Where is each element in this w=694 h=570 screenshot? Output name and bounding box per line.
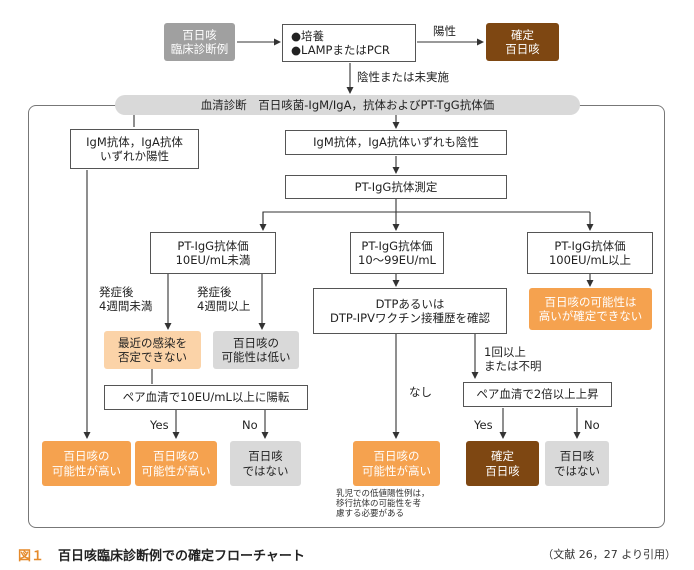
confirmed-top-box: 確定 百日咳 [486,23,559,61]
pt-mid-text: PT-IgG抗体価 10～99EU/mL [358,238,436,267]
igm-negative-text: IgM抗体，IgA抗体いずれも陰性 [313,135,479,150]
not-pertussis-2-box: 百日咳 ではない [545,441,609,486]
label-positive: 陽性 [433,24,456,38]
pt-high-box: PT-IgG抗体価 100EU/mL以上 [527,232,653,274]
figure-title: 百日咳臨床診断例での確定フローチャート [58,549,305,564]
label-negative-or-not-done: 陰性または未実施 [357,70,449,84]
high-possibility-yes-box: 百日咳の 可能性が高い [135,441,217,486]
figure-number: 図１ [18,549,45,564]
pt-low-text: PT-IgG抗体価 10EU/mL未満 [175,238,251,267]
confirmed-bottom-box: 確定 百日咳 [466,441,539,486]
high-uncertain-text: 百日咳の可能性は 高いが確定できない [538,294,643,323]
recent-infection-box: 最近の感染を 否定できない [104,331,201,369]
dtp-history-text: DTPあるいは DTP-IPVワクチン接種歴を確認 [330,296,490,325]
pathogen-tests-box: ●培養 ●LAMPまたはPCR [282,24,416,62]
pathogen-tests-text: ●培養 ●LAMPまたはPCR [291,28,390,57]
not-pertussis-1-text: 百日咳 ではない [242,449,289,478]
label-nashi: なし [409,385,432,399]
clinical-diagnosis-text: 百日咳 臨床診断例 [170,27,229,56]
pt-measure-text: PT-IgG抗体測定 [354,179,438,194]
serology-header-text: 血清診断 百日咳菌-IgM/IgA，抗体およびPT-TgG抗体価 [200,97,495,112]
high-possibility-left-box: 百日咳の 可能性が高い [42,441,131,486]
label-onset-under-4w: 発症後 4週間未満 [99,285,153,314]
confirmed-top-text: 確定 百日咳 [505,27,540,56]
label-onset-over-4w: 発症後 4週間以上 [197,285,251,314]
label-once-or-more: 1回以上 または不明 [484,345,542,374]
high-possibility-nashi-text: 百日咳の 可能性が高い [362,449,431,478]
high-possibility-nashi-box: 百日咳の 可能性が高い [353,441,440,486]
high-possibility-left-text: 百日咳の 可能性が高い [52,449,121,478]
infant-note: 乳児での低値陽性例は， 移行抗体の可能性を考 慮する必要がある [336,489,430,520]
serology-header-box: 血清診断 百日咳菌-IgM/IgA，抗体およびPT-TgG抗体価 [115,95,580,115]
high-possibility-yes-text: 百日咳の 可能性が高い [141,449,211,478]
label-yes-1: Yes [150,418,169,432]
igm-positive-box: IgM抗体，IgA抗体 いずれか陽性 [70,129,199,169]
label-no-1: No [242,418,258,432]
dtp-history-box: DTPあるいは DTP-IPVワクチン接種歴を確認 [313,288,507,334]
pt-mid-box: PT-IgG抗体価 10～99EU/mL [350,232,444,274]
igm-negative-box: IgM抗体，IgA抗体いずれも陰性 [285,130,507,155]
confirmed-bottom-text: 確定 百日咳 [485,449,520,478]
paired-10eu-box: ペア血清で10EU/mL以上に陽転 [104,385,308,410]
not-pertussis-2-text: 百日咳 ではない [554,449,600,478]
recent-infection-text: 最近の感染を 否定できない [118,335,187,364]
paired-10eu-text: ペア血清で10EU/mL以上に陽転 [122,390,290,405]
igm-positive-text: IgM抗体，IgA抗体 いずれか陽性 [86,134,183,163]
label-yes-2: Yes [474,418,493,432]
paired-2x-text: ペア血清で2倍以上上昇 [476,387,599,402]
paired-2x-box: ペア血清で2倍以上上昇 [463,382,612,407]
label-no-2: No [584,418,600,432]
high-uncertain-box: 百日咳の可能性は 高いが確定できない [529,288,652,330]
low-possibility-box: 百日咳の 可能性は低い [213,331,299,369]
not-pertussis-1-box: 百日咳 ではない [230,441,301,486]
clinical-diagnosis-box: 百日咳 臨床診断例 [164,23,235,61]
figure-reference: （文献 26，27 より引用） [542,548,676,561]
low-possibility-text: 百日咳の 可能性は低い [221,335,291,364]
pt-low-box: PT-IgG抗体価 10EU/mL未満 [150,232,276,274]
branch-pt [262,211,590,226]
pt-high-text: PT-IgG抗体価 100EU/mL以上 [548,238,632,267]
pt-measure-box: PT-IgG抗体測定 [285,175,507,199]
